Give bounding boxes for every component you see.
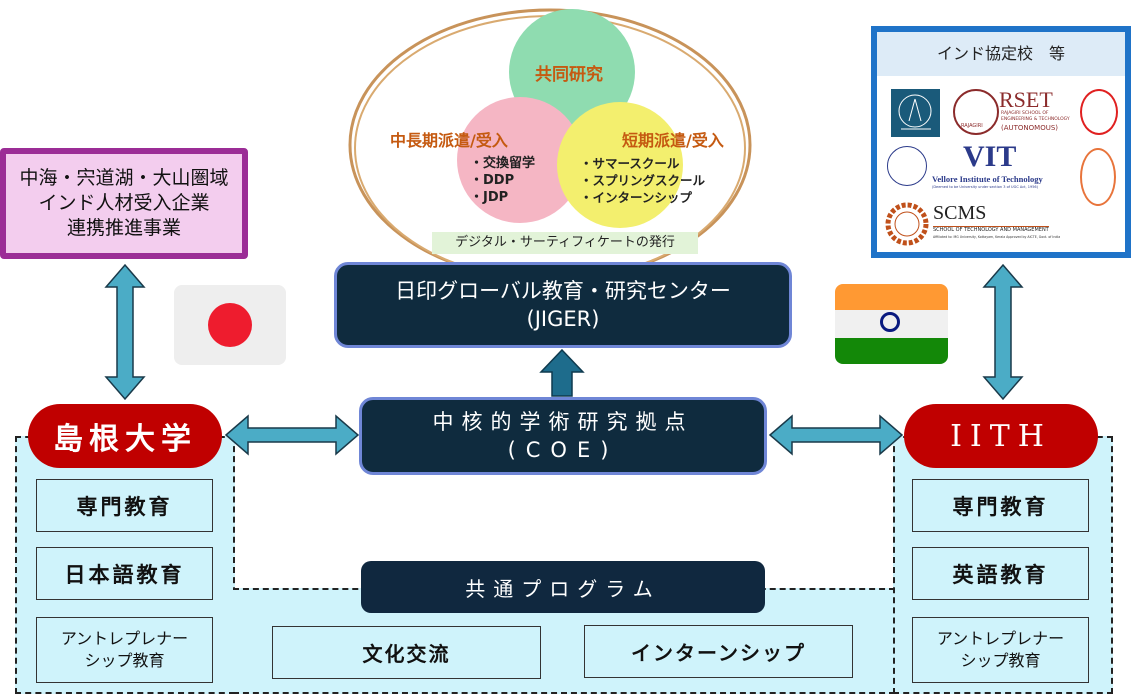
iit-logo	[891, 89, 940, 137]
item-label: 専門教育	[952, 494, 1049, 519]
horizontal-double-arrow-icon	[224, 414, 360, 456]
coe-abbr: (COE)	[507, 438, 619, 462]
mid-long-term-item: ・JDP	[470, 190, 509, 205]
jiger-box[interactable]: 日印グローバル教育・研究センター (JIGER)	[334, 262, 792, 348]
research-ellipse	[348, 8, 752, 270]
india-partners-box[interactable]: インド協定校 等 RSET RAJAGIRI SCHOOL OF ENGINEE…	[871, 26, 1131, 258]
vit-sub1: Vellore Institute of Technology	[932, 174, 1043, 184]
up-arrow-icon	[539, 348, 585, 397]
item-label: 日本語教育	[64, 562, 185, 587]
regional-project-line: 中海・宍道湖・大山圏域	[19, 167, 229, 189]
vertical-double-arrow-icon	[104, 263, 146, 401]
item-label: 英語教育	[952, 562, 1049, 587]
rset-sub3: (AUTONOMOUS)	[1001, 124, 1059, 132]
item-label: アントレプレナー シップ教育	[60, 629, 189, 670]
scms-sub1: SCHOOL OF TECHNOLOGY AND MANAGEMENT	[933, 226, 1049, 233]
regional-project-line: インド人材受入企業	[38, 192, 210, 214]
regional-project-box[interactable]: 中海・宍道湖・大山圏域 インド人材受入企業 連携推進事業	[0, 148, 248, 259]
short-term-item: ・サマースクール	[580, 156, 680, 171]
japan-flag-icon	[174, 285, 286, 365]
short-term-item: ・インターンシップ	[580, 190, 692, 205]
iith-label[interactable]: IITH	[904, 404, 1098, 468]
jiger-abbr: (JIGER)	[526, 307, 600, 331]
iith-item-english-education[interactable]: 英語教育	[912, 547, 1089, 600]
vit-sub2: (Deemed to be University under section 3…	[932, 185, 1039, 189]
rset-text: RSET	[999, 87, 1053, 112]
rset-sub1: RAJAGIRI SCHOOL OF	[1001, 111, 1049, 116]
common-program-title[interactable]: 共通プログラム	[361, 561, 765, 613]
scms-logo: SCMS SCHOOL OF TECHNOLOGY AND MANAGEMENT…	[885, 202, 1085, 252]
iith-item-entrepreneurship[interactable]: アントレプレナー シップ教育	[912, 617, 1089, 683]
india-flag-icon	[835, 284, 948, 364]
university-seal-logo	[1080, 89, 1118, 135]
iith-item-specialized-education[interactable]: 専門教育	[912, 479, 1089, 532]
mid-long-term-circle	[457, 97, 583, 223]
common-program-item-internship[interactable]: インターンシップ	[584, 625, 853, 678]
mid-long-term-list: ・交換留学 ・DDP ・JDP	[470, 155, 535, 206]
short-term-title: 短期派遣/受入	[622, 131, 724, 150]
rset-logo: RSET RAJAGIRI SCHOOL OF ENGINEERING & TE…	[953, 87, 1070, 139]
mid-long-term-item: ・DDP	[470, 173, 515, 188]
rset-seal: RAJAGIRI	[961, 123, 983, 129]
shimane-university-label[interactable]: 島根大学	[28, 404, 222, 468]
certificate-label: デジタル・サーティフィケートの発行	[432, 232, 698, 254]
shimane-item-japanese-education[interactable]: 日本語教育	[36, 547, 213, 600]
rset-sub2: ENGINEERING & TECHNOLOGY	[1001, 117, 1070, 122]
horizontal-double-arrow-icon	[768, 414, 904, 456]
regional-project-line: 連携推進事業	[66, 217, 181, 239]
item-label: 文化交流	[362, 642, 451, 666]
scms-text: SCMS	[933, 202, 987, 224]
shimane-item-entrepreneurship[interactable]: アントレプレナー シップ教育	[36, 617, 213, 683]
scms-sub2: Affiliated to: MG University, Kottayam, …	[933, 235, 1061, 239]
shimane-item-specialized-education[interactable]: 専門教育	[36, 479, 213, 532]
short-term-list: ・サマースクール ・スプリングスクール ・インターンシップ	[580, 155, 705, 206]
item-label: アントレプレナー シップ教育	[936, 629, 1065, 670]
coe-title: 中核的学術研究拠点	[432, 410, 694, 434]
item-label: 専門教育	[76, 494, 173, 519]
india-partners-title: インド協定校 等	[877, 32, 1125, 76]
short-term-item: ・スプリングスクール	[580, 173, 706, 188]
item-label: インターンシップ	[631, 641, 806, 665]
mid-long-term-title: 中長期派遣/受入	[390, 131, 508, 150]
common-program-item-cultural-exchange[interactable]: 文化交流	[272, 626, 541, 679]
short-term-circle	[557, 102, 683, 228]
vertical-double-arrow-icon	[982, 263, 1024, 401]
vit-logo: VIT Vellore Institute of Technology (Dee…	[885, 140, 1055, 194]
vit-text: VIT	[963, 140, 1017, 173]
jiger-title: 日印グローバル教育・研究センター	[395, 279, 731, 303]
joint-research-label: 共同研究	[535, 65, 603, 85]
coe-box[interactable]: 中核的学術研究拠点 (COE)	[359, 397, 767, 475]
orange-seal-logo	[1080, 148, 1116, 206]
mid-long-term-item: ・交換留学	[470, 156, 536, 171]
